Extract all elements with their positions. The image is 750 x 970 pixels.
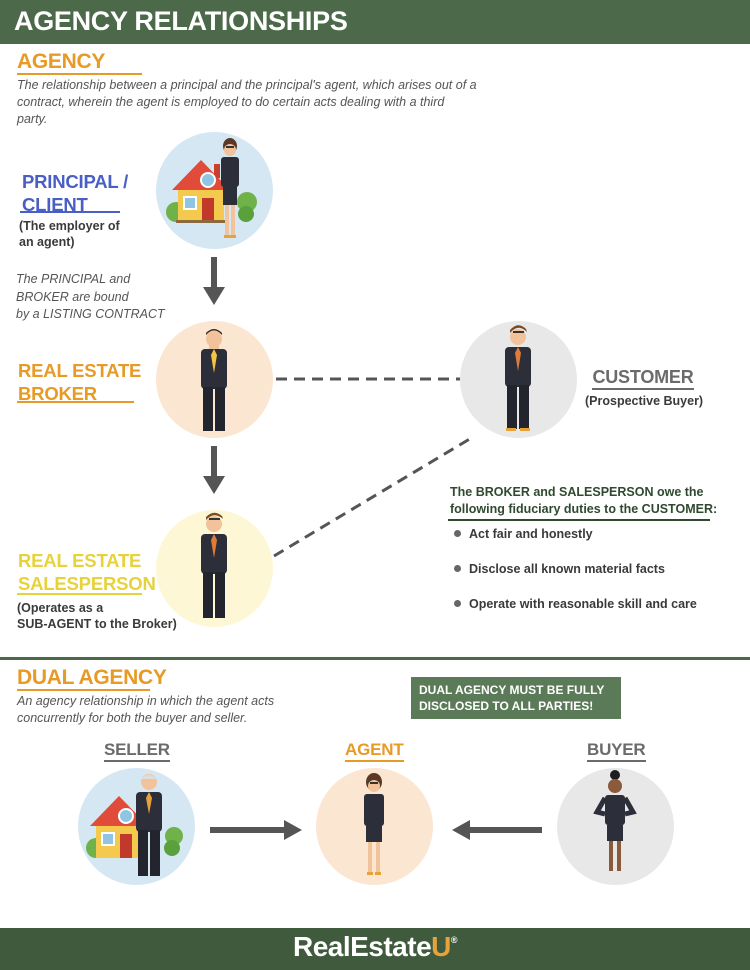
duty-item: Disclose all known material facts: [454, 562, 665, 576]
bullet-icon: [454, 600, 461, 608]
duty-text: Disclose all known material facts: [469, 562, 665, 576]
callout-line2: DISCLOSED TO ALL PARTIES!: [419, 699, 594, 713]
listing-contract-note: The PRINCIPAL and BROKER are bound by a …: [16, 271, 176, 324]
customer-subtitle: (Prospective Buyer): [585, 394, 704, 408]
broker-underline: [17, 401, 134, 403]
customer-man-icon: [505, 325, 531, 431]
customer-label: CUSTOMER: [585, 367, 701, 390]
buyer-woman-icon: [593, 770, 637, 871]
broker-title-line2: BROKER: [18, 383, 97, 404]
duties-heading: The BROKER and SALESPERSON owe the follo…: [450, 484, 717, 518]
footer: RealEstateU®: [0, 928, 750, 970]
duties-heading-line2: following fiduciary duties to the CUSTOM…: [450, 502, 718, 516]
agency-title-underline: [17, 73, 142, 75]
seller-house-man-icon: [86, 774, 183, 876]
salesperson-underline: [17, 593, 142, 595]
duty-item: Act fair and honestly: [454, 527, 593, 541]
logo-u: U: [431, 931, 451, 962]
salesperson-title: REAL ESTATE SALESPERSON: [18, 549, 156, 595]
disclosure-callout: DUAL AGENCY MUST BE FULLY DISCLOSED TO A…: [411, 677, 621, 719]
principal-title: PRINCIPAL / CLIENT: [22, 170, 128, 216]
principal-subtitle: (The employer of an agent): [19, 218, 120, 250]
broker-circle: [156, 321, 273, 438]
principal-sub-line2: an agent): [19, 235, 75, 249]
callout-line1: DUAL AGENCY MUST BE FULLY: [419, 683, 605, 697]
dual-agency-underline: [17, 689, 150, 691]
duty-text: Operate with reasonable skill and care: [469, 597, 697, 611]
agency-title: AGENCY: [17, 50, 106, 73]
principal-sub-line1: (The employer of: [19, 219, 120, 233]
customer-circle: [460, 321, 577, 438]
salesperson-sub-line2: SUB-AGENT to the Broker): [17, 617, 177, 631]
agency-definition: The relationship between a principal and…: [17, 78, 477, 126]
salesperson-circle: [156, 510, 273, 627]
salesperson-man-icon: [201, 512, 227, 618]
registered-mark: ®: [450, 935, 458, 945]
principal-house-woman-icon: [166, 138, 257, 238]
agent-circle: [316, 768, 433, 885]
broker-title: REAL ESTATE BROKER: [18, 359, 141, 405]
realestateu-logo: RealEstateU®: [0, 931, 750, 963]
arrow-down-icon: [203, 446, 225, 494]
bullet-icon: [454, 530, 461, 538]
salesperson-title-line2: SALESPERSON: [18, 573, 156, 594]
logo-text: RealEstate: [292, 931, 432, 962]
customer-title: CUSTOMER: [592, 367, 694, 390]
agent-label: AGENT: [345, 740, 404, 762]
buyer-label: BUYER: [587, 740, 646, 762]
dual-agency-def-line1: An agency relationship in which the agen…: [17, 694, 275, 708]
dual-agency-definition: An agency relationship in which the agen…: [17, 693, 274, 727]
duty-text: Act fair and honestly: [469, 527, 593, 541]
principal-title-line2: CLIENT: [22, 194, 88, 215]
page-title: AGENCY RELATIONSHIPS: [14, 6, 348, 36]
arrow-left-icon: [452, 820, 542, 840]
dual-agency-title: DUAL AGENCY: [17, 666, 167, 689]
principal-underline: [20, 211, 120, 213]
seller-circle: [78, 768, 195, 885]
salesperson-sub-line1: (Operates as a: [17, 601, 104, 615]
salesperson-title-line1: REAL ESTATE: [18, 550, 142, 571]
page-header: AGENCY RELATIONSHIPS: [0, 0, 750, 44]
broker-title-line1: REAL ESTATE: [18, 360, 142, 381]
seller-label: SELLER: [104, 740, 170, 762]
arrow-down-icon: [203, 257, 225, 305]
principal-circle: [156, 132, 273, 249]
salesperson-subtitle: (Operates as a SUB-AGENT to the Broker): [17, 600, 177, 632]
dual-agency-def-line2: concurrently for both the buyer and sell…: [17, 711, 248, 725]
agent-woman-icon: [364, 773, 384, 875]
listing-note-line3: by a LISTING CONTRACT: [16, 307, 165, 321]
buyer-circle: [557, 768, 674, 885]
duty-item: Operate with reasonable skill and care: [454, 597, 697, 611]
duties-heading-line1: The BROKER and SALESPERSON owe the: [450, 485, 704, 499]
duties-underline: [448, 519, 710, 521]
principal-title-line1: PRINCIPAL /: [22, 171, 129, 192]
section-divider: [0, 657, 750, 660]
broker-man-icon: [201, 329, 227, 431]
listing-note-line2: BROKER are bound: [16, 289, 129, 304]
listing-note-line1: The PRINCIPAL and: [16, 272, 131, 286]
dashed-connectors: [273, 377, 470, 558]
arrow-right-icon: [210, 820, 302, 840]
bullet-icon: [454, 565, 461, 573]
